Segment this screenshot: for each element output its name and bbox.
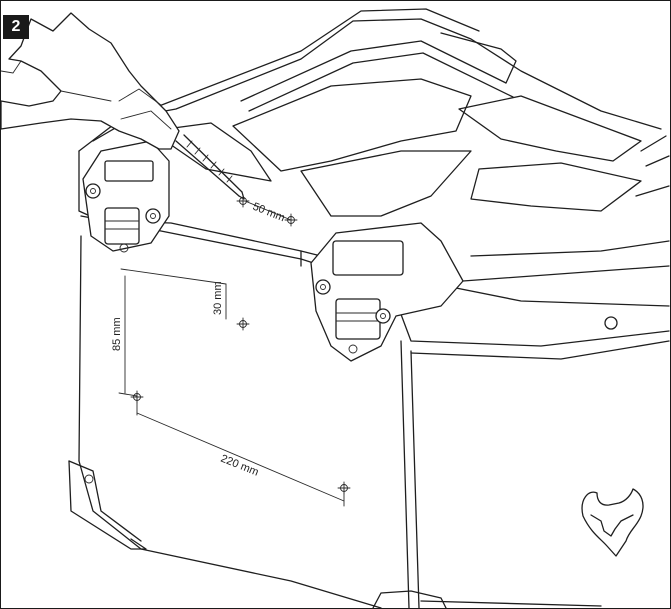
right-latch: [310, 222, 464, 362]
dim-label-30mm: 30 mm: [212, 281, 224, 315]
hole-marker-icon: [284, 213, 298, 227]
drill-bit-icon: [175, 134, 245, 200]
brand-logo-icon: [581, 488, 644, 557]
hole-marker-icon: [236, 317, 250, 331]
dim-label-85mm: 85 mm: [111, 317, 123, 351]
hole-marker-icon: [337, 481, 351, 495]
dimension-guides: [118, 200, 345, 507]
step-number-badge: 2: [3, 15, 29, 39]
right-handle-slot: [332, 240, 404, 276]
left-handle-slot: [104, 160, 154, 182]
dim-label-50mm: 50 mm: [251, 201, 287, 225]
hole-markers: [130, 194, 351, 495]
case-body: [68, 235, 602, 608]
left-latch: [82, 140, 170, 253]
step-number: 2: [11, 18, 21, 35]
hole-marker-icon: [130, 390, 144, 404]
hand-icon: [1, 12, 180, 150]
